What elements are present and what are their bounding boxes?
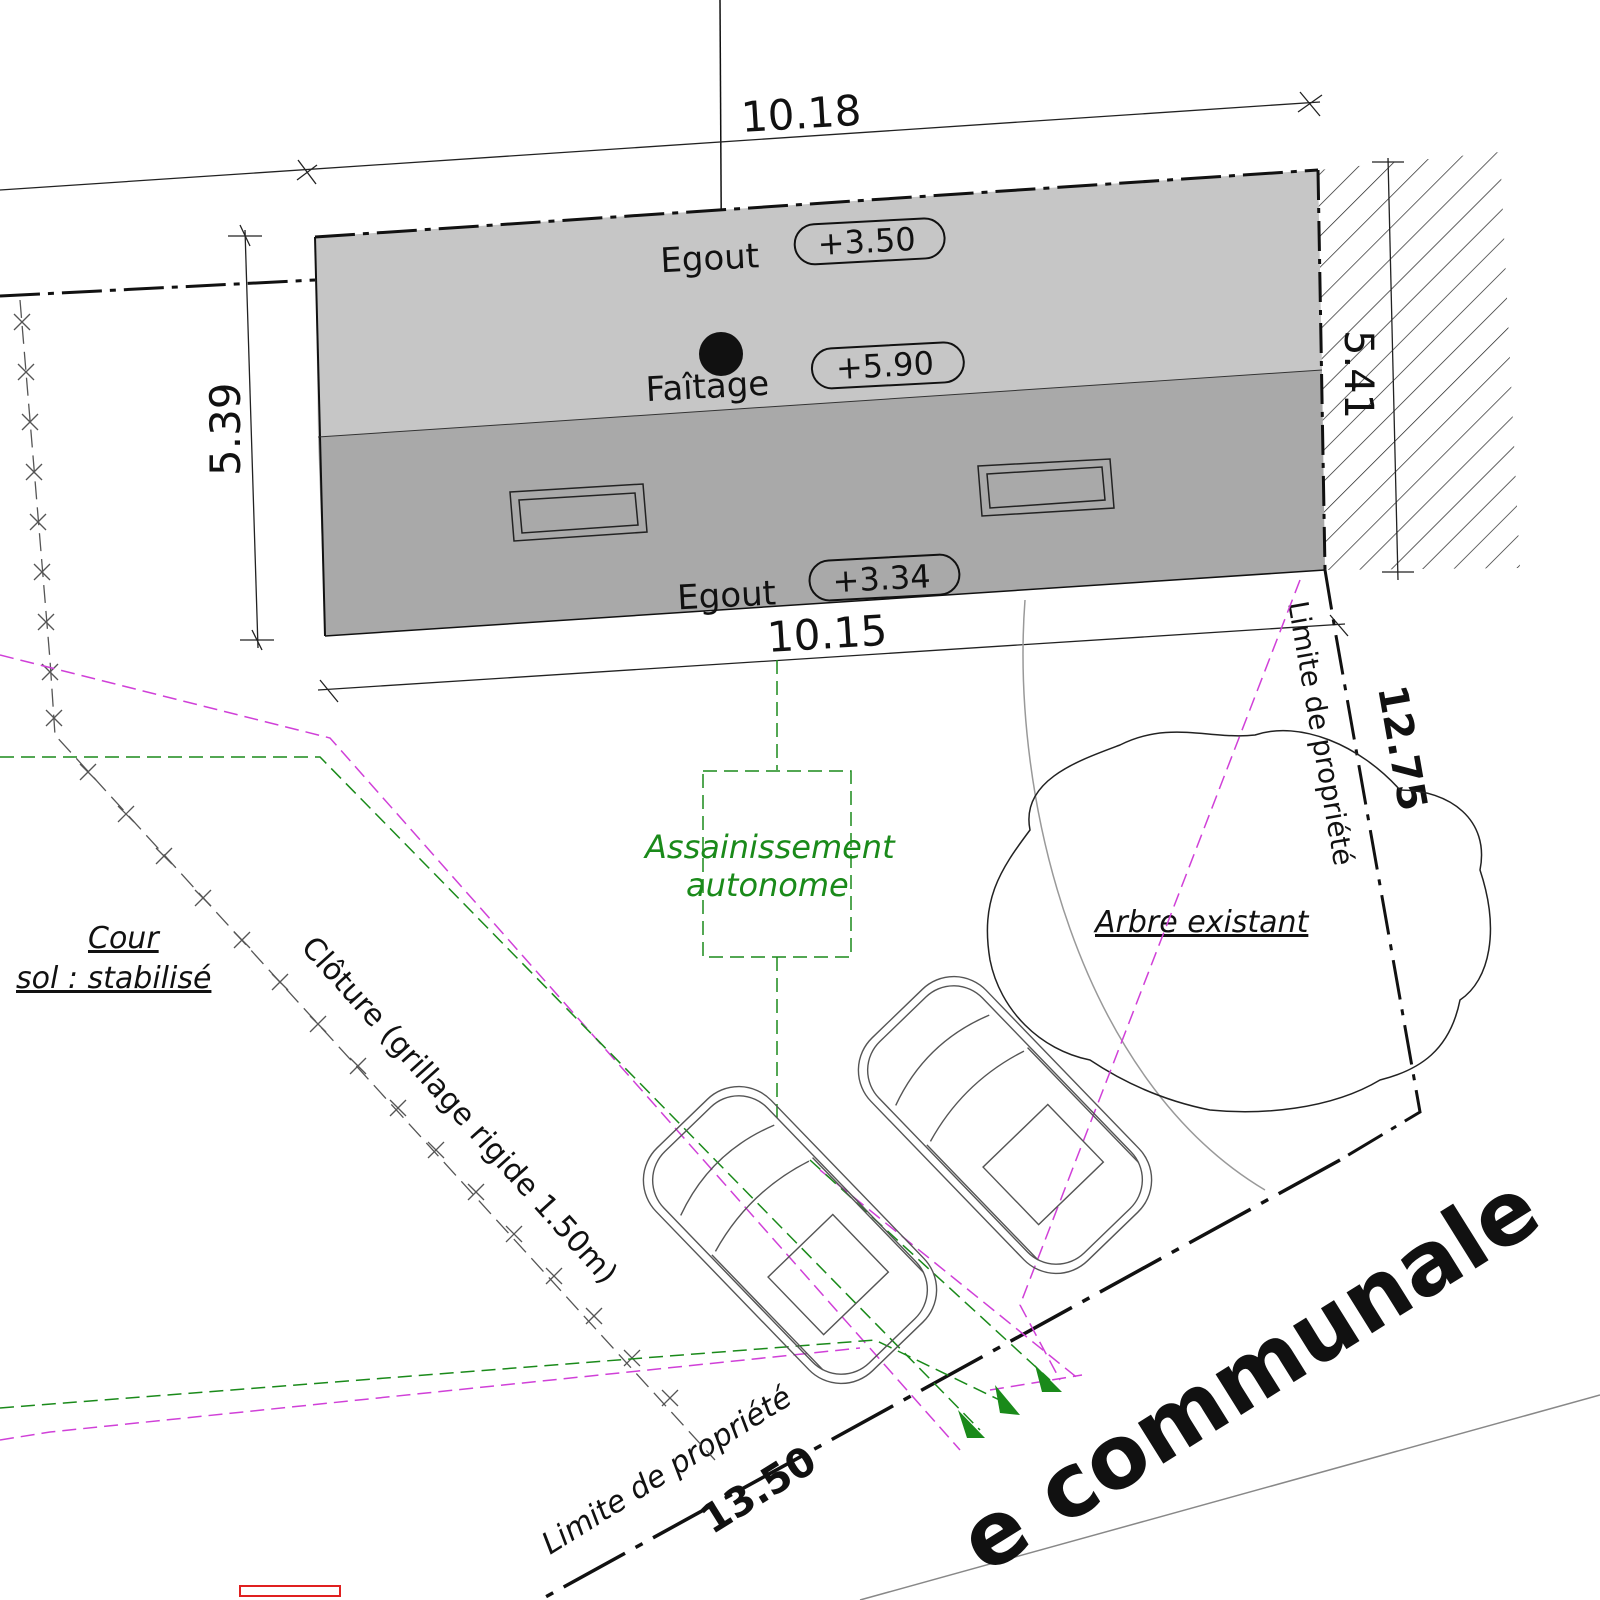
yard-ground-label: sol : stabilisé [16, 961, 211, 996]
sanitation-label-2: autonome [686, 866, 849, 904]
magenta-network-lines [0, 579, 1301, 1451]
yard-label: Cour [88, 921, 160, 956]
svg-text:+3.50: +3.50 [817, 220, 917, 263]
skylight [509, 458, 1115, 542]
dimension-left [228, 224, 274, 651]
dimension-left-label: 5.39 [201, 382, 250, 476]
ridge-point-marker [699, 332, 743, 376]
roof-level-egout-bottom: Egout +3.34 [676, 553, 961, 618]
road-edge [859, 1394, 1600, 1600]
dimension-bottom-label: 10.15 [766, 606, 889, 662]
existing-tree [986, 729, 1492, 1113]
tree-label: Arbre existant [1093, 905, 1310, 940]
dimension-top-label: 10.18 [740, 86, 863, 142]
svg-text:Egout: Egout [659, 236, 760, 281]
car [857, 975, 1153, 1275]
property-line-east [1323, 569, 1422, 1162]
roof-level-faitage: Faîtage +5.90 [645, 341, 965, 410]
svg-text:Egout: Egout [676, 573, 777, 618]
roof-upper-pan [315, 170, 1322, 437]
car [642, 1085, 938, 1385]
svg-text:+3.34: +3.34 [832, 557, 932, 600]
sanitation-lines [0, 660, 1051, 1431]
roof-level-egout-top: Egout +3.50 [659, 217, 946, 281]
dimension-right-label: 5.41 [1335, 330, 1381, 419]
sanitation-label: Assainissement [643, 828, 896, 866]
property-line-west [0, 278, 316, 298]
flow-arrows [958, 1365, 1062, 1438]
roof-lower-pan [318, 370, 1325, 636]
fence-line [19, 299, 716, 1461]
property-line-south [539, 1158, 1341, 1600]
dimension-top [0, 91, 1323, 191]
svg-text:Faîtage: Faîtage [645, 364, 770, 410]
red-marker [239, 1585, 341, 1597]
fence-label: Clôture (grillage rigide 1.50m) [294, 930, 624, 1291]
svg-text:+5.90: +5.90 [835, 344, 935, 387]
neighbour-building [1318, 152, 1520, 570]
property-limit-east-label: Limite de propriété [1281, 598, 1360, 867]
dimension-right [1372, 157, 1414, 581]
dimension-bottom [317, 614, 1349, 703]
road-label: e communale [942, 1155, 1557, 1593]
tree-canopy-arc [1022, 599, 1266, 1191]
dimension-east-label: 12.75 [1368, 682, 1435, 815]
roof-outline [314, 168, 1319, 239]
sanitation-tank [702, 770, 852, 958]
